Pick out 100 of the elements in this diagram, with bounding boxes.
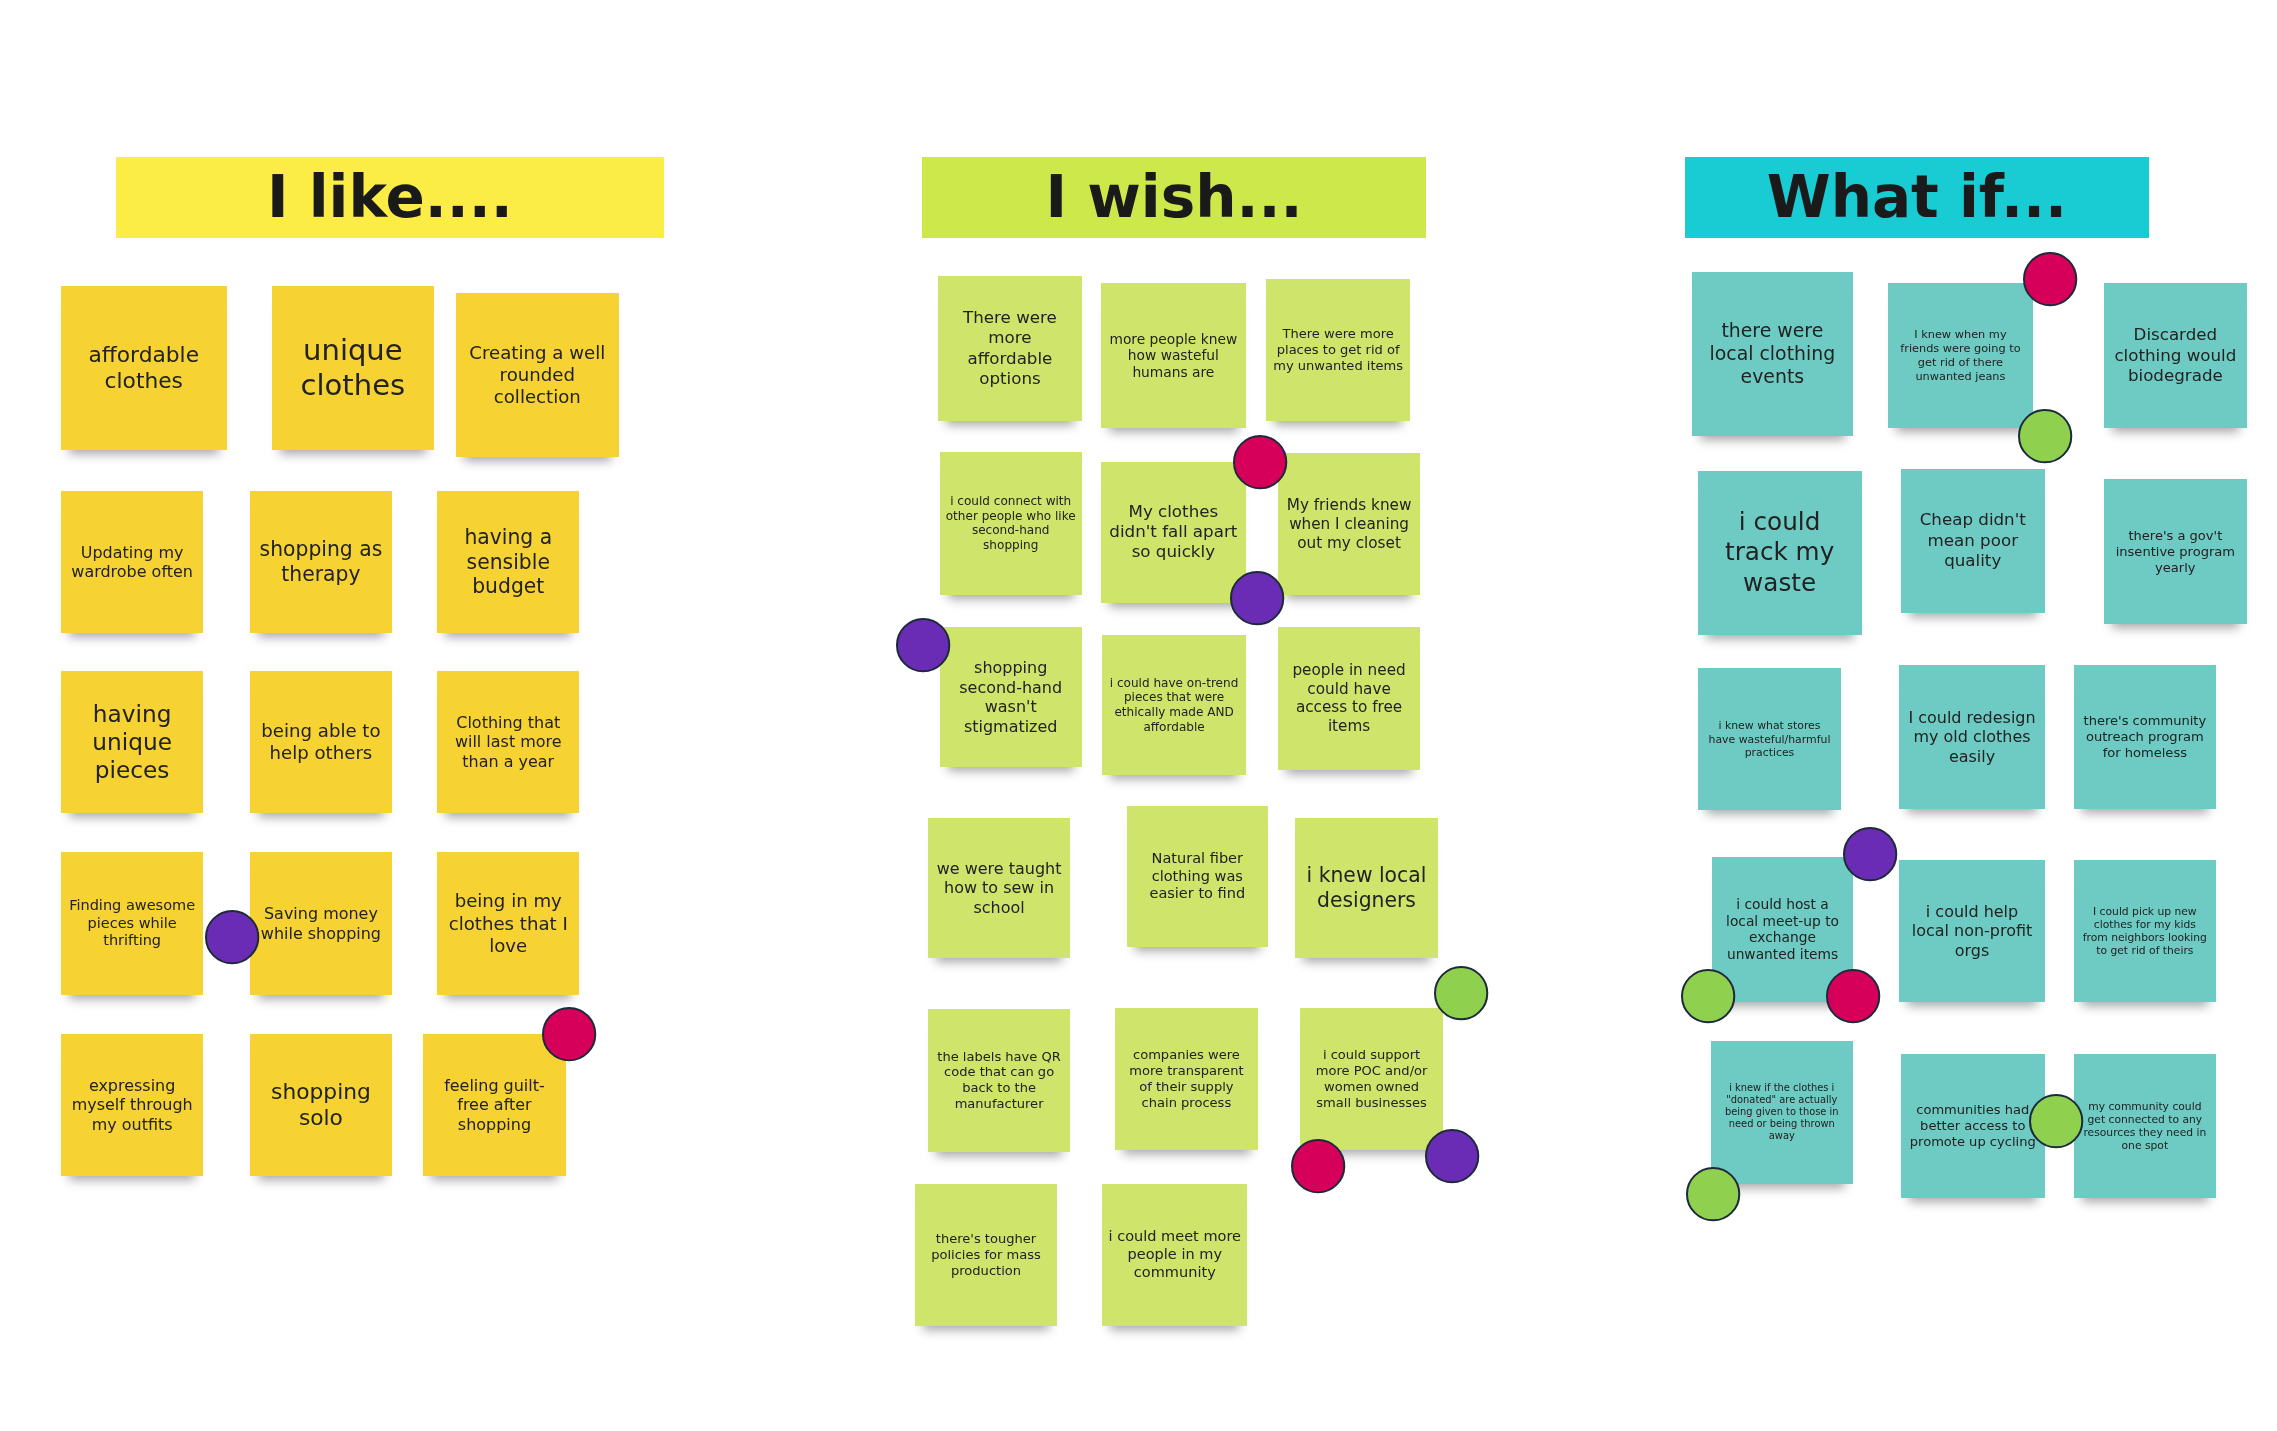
note-text: Discarded clothing would biodegrade bbox=[2113, 325, 2238, 387]
note-text: Clothing that will last more than a year bbox=[453, 712, 563, 772]
sticky-note bbox=[271, 286, 435, 451]
sticky-note bbox=[1899, 665, 2045, 809]
sticky-note bbox=[938, 275, 1082, 422]
note-text: people in need could have access to free items bbox=[1291, 661, 1407, 736]
sticky-note bbox=[61, 670, 204, 814]
note-text: i could connect with other people who like second-hand shopping bbox=[945, 494, 1076, 553]
sticky-note bbox=[249, 670, 393, 814]
sticky-note bbox=[1900, 1054, 2045, 1198]
sticky-note bbox=[61, 490, 204, 634]
sticky-note bbox=[1100, 461, 1246, 603]
sticky-note bbox=[61, 286, 227, 451]
note-text: being able to help others bbox=[260, 719, 382, 765]
note-text: I could pick up new clothes for my kids from neighbors looking to get rid of theirs bbox=[2081, 904, 2208, 958]
sticky-note bbox=[1102, 634, 1246, 776]
note-text: i knew local designers bbox=[1305, 863, 1428, 913]
sticky-note bbox=[1277, 453, 1421, 596]
header-text: What if... bbox=[1766, 163, 2068, 232]
sticky-note bbox=[61, 1033, 204, 1177]
note-text: I knew when my friends were going to get rid of there unwanted jeans bbox=[1899, 328, 2022, 384]
note-text: having a sensible budget bbox=[463, 524, 554, 600]
sticky-note bbox=[1295, 817, 1438, 959]
header-text: I like.... bbox=[266, 163, 513, 232]
note-text: there were local clothing events bbox=[1708, 319, 1837, 389]
note-text: companies were more transparent of their supply chain process bbox=[1128, 1047, 1245, 1111]
note-text: there's community outreach program for homeless bbox=[2082, 713, 2208, 761]
sticky-note bbox=[2104, 283, 2247, 429]
note-text: there's tougher policies for mass production bbox=[930, 1230, 1042, 1279]
sticky-note bbox=[1100, 283, 1246, 429]
note-text: expressing myself through my outfits bbox=[70, 1075, 194, 1135]
header-band bbox=[1684, 156, 2150, 239]
note-text: Updating my wardrobe often bbox=[70, 542, 194, 582]
sticky-note bbox=[1266, 278, 1411, 422]
sticky-note bbox=[1899, 859, 2045, 1002]
sticky-note bbox=[2073, 859, 2216, 1002]
note-text: affordable clothes bbox=[87, 341, 201, 395]
sticky-note bbox=[927, 817, 1071, 959]
note-text: Finding awesome pieces while thrifting bbox=[68, 897, 197, 951]
note-text: My clothes didn't fall apart so quickly bbox=[1108, 501, 1239, 563]
sticky-note bbox=[1712, 856, 1853, 1002]
sticky-note bbox=[1900, 469, 2045, 613]
sticky-note bbox=[1697, 668, 1842, 811]
note-text: unique clothes bbox=[299, 332, 407, 404]
note-text: the labels have QR code that can go back to the manufacturer bbox=[936, 1048, 1062, 1113]
sticky-note bbox=[437, 490, 580, 634]
sticky-note bbox=[1691, 271, 1853, 436]
sticky-note bbox=[249, 852, 393, 995]
note-text: i could have on-trend pieces that were ethically made AND affordable bbox=[1108, 675, 1240, 735]
note-text: more people knew how wasteful humans are bbox=[1108, 330, 1239, 381]
header-band bbox=[116, 156, 664, 239]
note-text: i knew what stores have wasteful/harmful practices bbox=[1707, 719, 1832, 760]
sticky-note bbox=[422, 1033, 567, 1177]
sticky-note bbox=[914, 1183, 1058, 1326]
sticky-note bbox=[1697, 470, 1862, 635]
sticky-note bbox=[1710, 1041, 1853, 1184]
note-text: I could redesign my old clothes easily bbox=[1907, 707, 2037, 767]
sticky-note bbox=[1887, 283, 2033, 429]
note-text: i could support more POC and/or women owned small businesses bbox=[1314, 1047, 1429, 1111]
note-text: Creating a well rounded collection bbox=[468, 342, 607, 409]
note-text: shopping as therapy bbox=[258, 537, 384, 587]
sticky-note bbox=[939, 451, 1082, 596]
note-text: i knew if the clothes i "donated" are actually being given to those in need or being thrown away bbox=[1724, 1082, 1840, 1143]
note-text: shopping solo bbox=[270, 1078, 372, 1132]
note-text: i could meet more people in my community bbox=[1108, 1228, 1242, 1282]
note-text: i could host a local meet-up to exchange unwanted items bbox=[1725, 895, 1840, 963]
sticky-note bbox=[939, 627, 1082, 767]
note-text: shopping second-hand wasn't stigmatized bbox=[958, 658, 1064, 736]
header-text: I wish... bbox=[1045, 163, 1303, 232]
sticky-note bbox=[1299, 1007, 1444, 1151]
note-text: Cheap didn't mean poor quality bbox=[1918, 510, 2027, 572]
note-text: communities had better access to promote up cycling bbox=[1908, 1102, 2037, 1150]
note-text: being in my clothes that I love bbox=[447, 890, 569, 957]
sticky-note bbox=[1126, 805, 1268, 947]
sticky-note bbox=[2104, 479, 2247, 625]
header-band bbox=[922, 156, 1426, 239]
sticky-note bbox=[437, 852, 580, 995]
note-text: i could help local non-profit orgs bbox=[1910, 901, 2034, 961]
sticky-note bbox=[455, 293, 619, 458]
sticky-note bbox=[437, 670, 580, 814]
sticky-note bbox=[1115, 1007, 1258, 1151]
note-text: i could track my waste bbox=[1724, 507, 1836, 598]
note-text: There were more affordable options bbox=[962, 307, 1058, 390]
sticky-note bbox=[2073, 1054, 2216, 1198]
note-text: There were more places to get rid of my unwanted items bbox=[1272, 326, 1405, 374]
sticky-note bbox=[249, 1033, 393, 1177]
note-text: having unique pieces bbox=[91, 699, 173, 785]
sticky-note bbox=[249, 490, 393, 634]
note-text: feeling guilt-free after shopping bbox=[443, 1075, 546, 1135]
sticky-note bbox=[1277, 627, 1421, 770]
sticky-note bbox=[2073, 665, 2216, 809]
note-text: Natural fiber clothing was easier to find bbox=[1148, 849, 1247, 903]
note-text: My friends knew when I cleaning out my closet bbox=[1285, 496, 1413, 553]
sticky-note bbox=[1102, 1183, 1248, 1326]
sticky-note bbox=[61, 852, 204, 995]
sticky-note bbox=[927, 1009, 1071, 1152]
note-text: there's a gov't insentive program yearly bbox=[2114, 527, 2236, 576]
note-text: we were taught how to sew in school bbox=[935, 858, 1063, 918]
note-text: my community could get connected to any resources they need in one spot bbox=[2082, 1099, 2208, 1153]
note-text: Saving money while shopping bbox=[259, 904, 382, 944]
